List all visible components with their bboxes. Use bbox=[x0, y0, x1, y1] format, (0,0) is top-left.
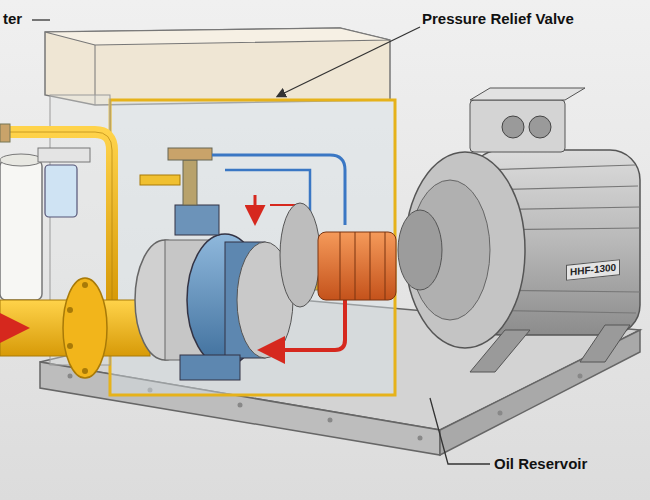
part-label: Pressure Relief Valve bbox=[422, 10, 574, 28]
part-label: ter bbox=[3, 10, 22, 28]
part-label: Oil Reservoir bbox=[494, 455, 587, 473]
